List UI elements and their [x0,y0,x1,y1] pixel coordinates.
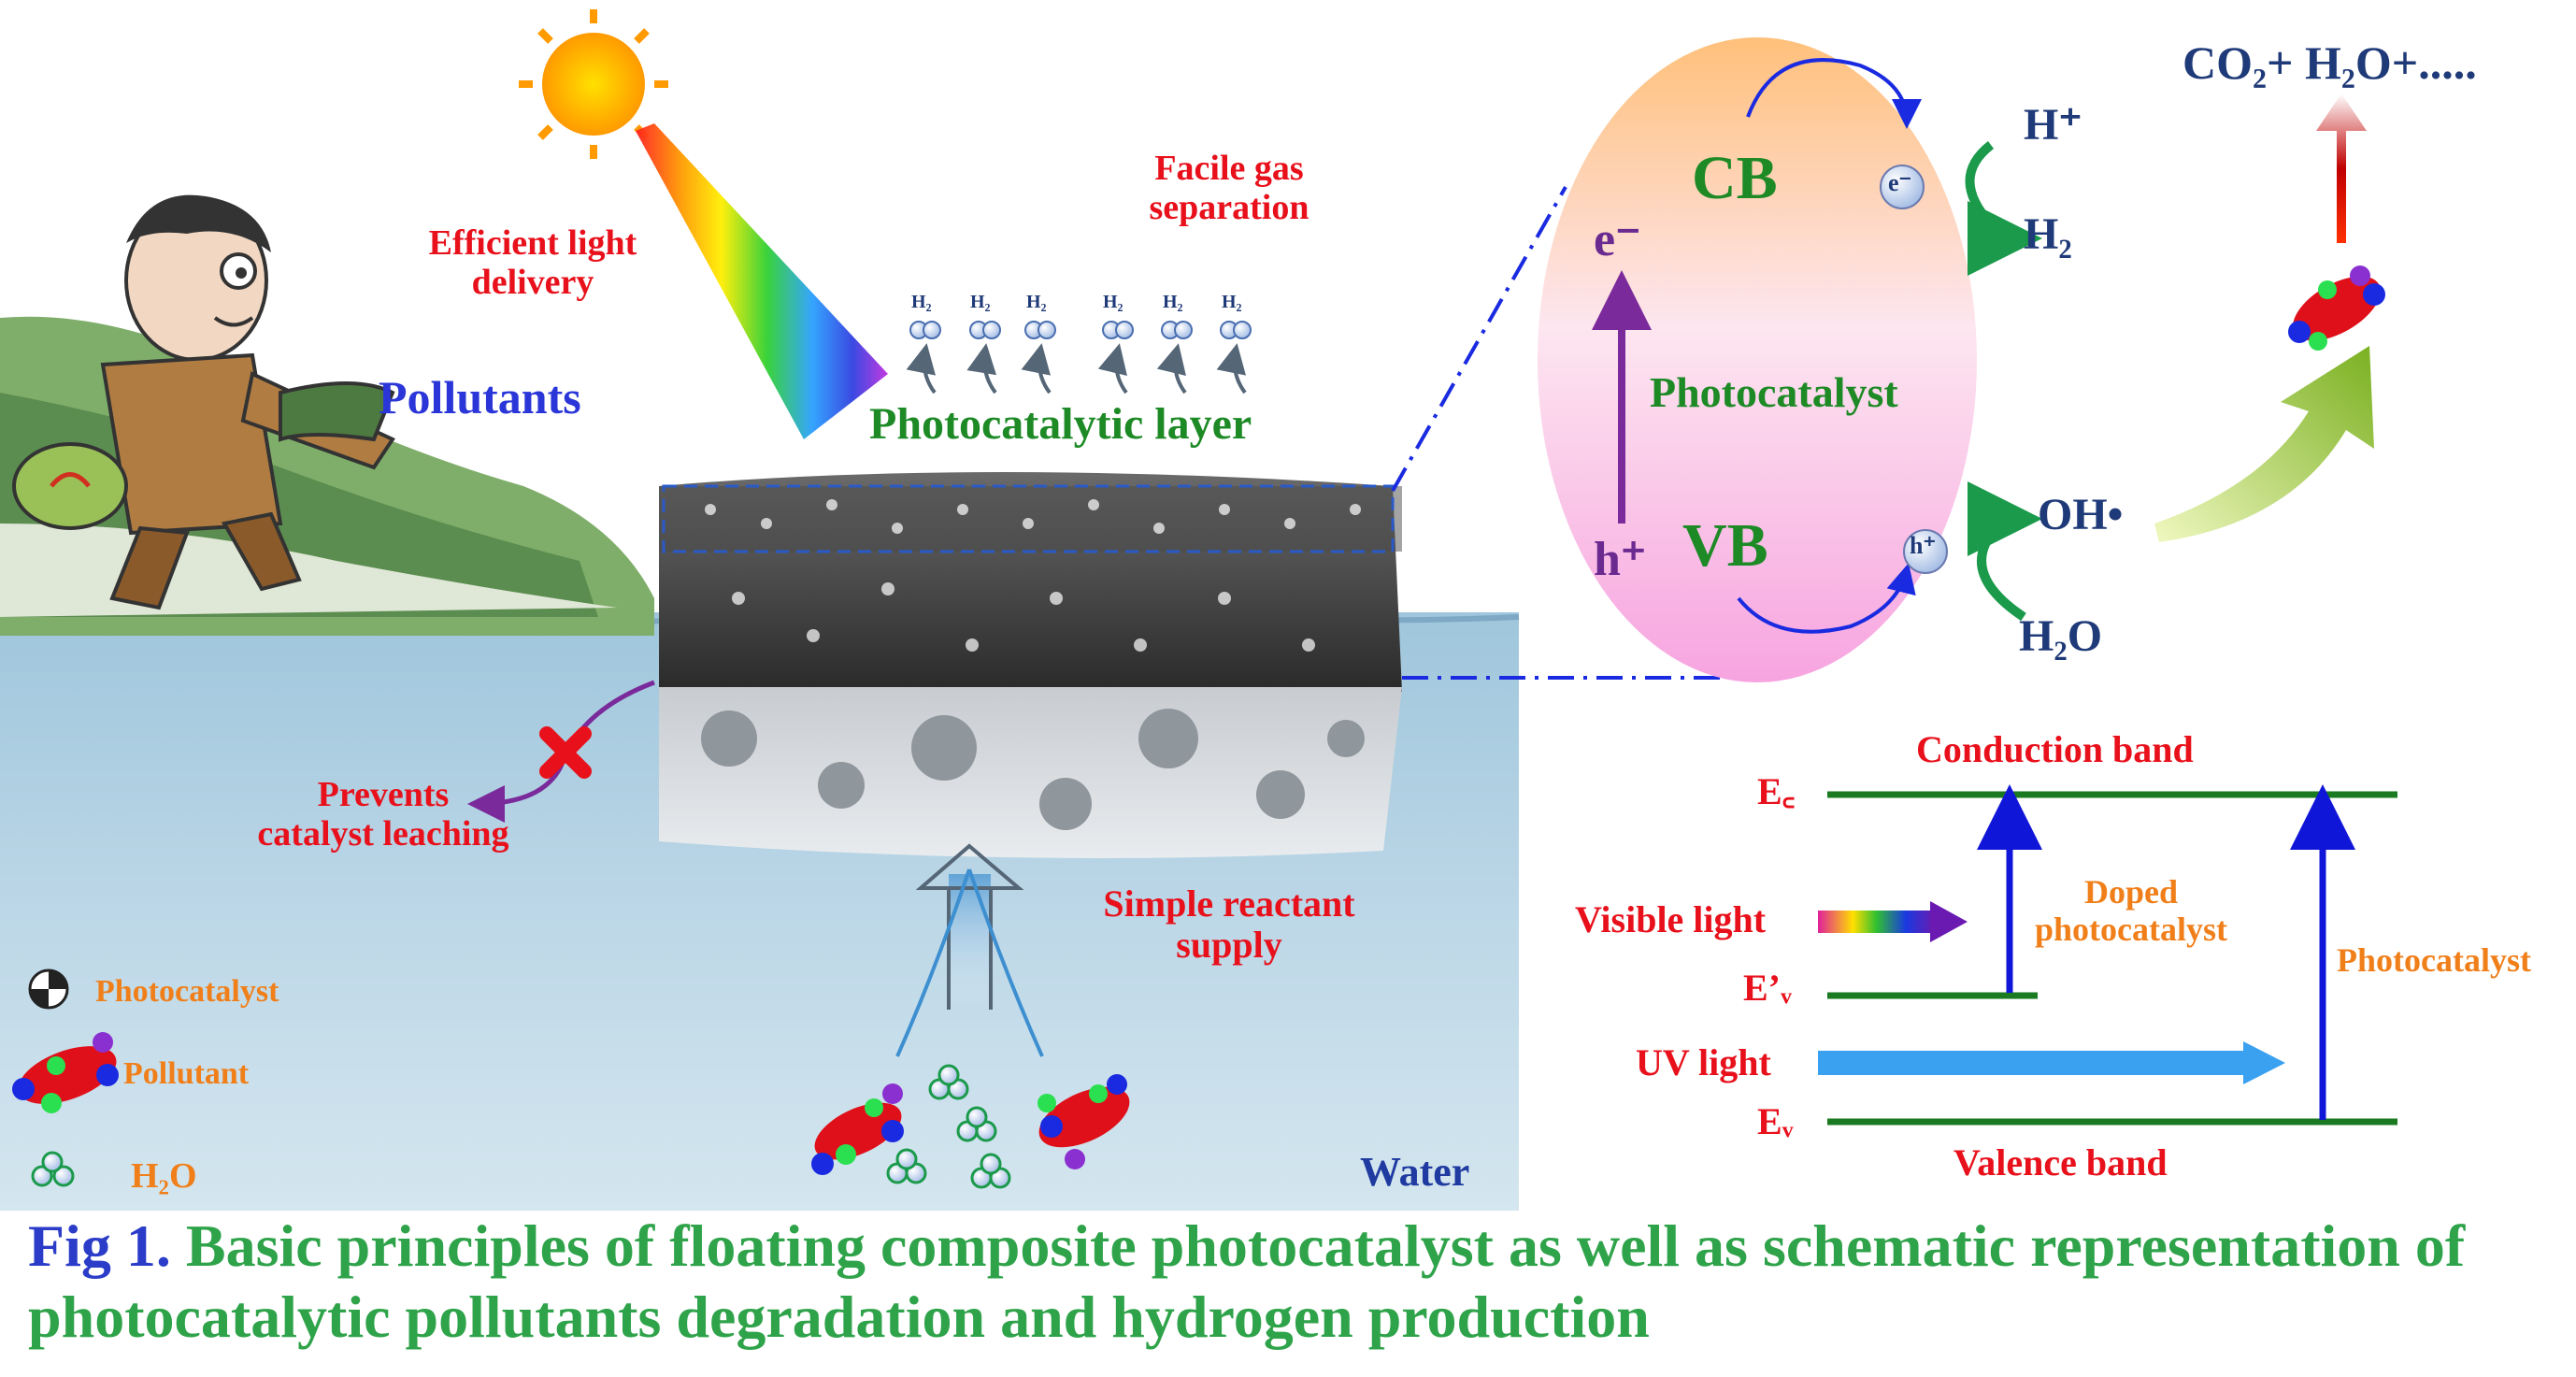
pollutant-molecule [1038,1074,1130,1169]
valence-band-label: Valence band [1953,1141,2168,1183]
gas-bubbles [906,321,1252,394]
cb-label: CB [1692,144,1778,212]
photocatalytic-layer-label: Photocatalytic layer [869,399,1252,449]
water-molecules [886,1064,1011,1189]
zoom-lines [1391,186,1767,680]
prevents-leaching-line1: Prevents [317,775,450,814]
doped-photocatalyst-label: Doped photocatalyst [2028,873,2234,948]
ev-prime-label: E’ᵥ [1743,967,1792,1009]
prevents-leaching-label: Prevents catalyst leaching [243,775,523,854]
electron-transfer-arrow [1746,58,1922,129]
facile-gas-label: Facile gas separation [1103,149,1355,228]
legend-pollutant-label: Pollutant [123,1056,250,1091]
legend-pollutant-icon [12,1032,119,1113]
conduction-band-label: Conduction band [1916,728,2194,770]
h2-label-6: H₂ [1222,292,1242,312]
simple-supply-label: Simple reactant supply [1075,883,1383,966]
figure-caption: Fig 1. Basic principles of floating comp… [28,1211,2552,1353]
visible-light-label: Visible light [1575,898,1767,940]
degraded-pollutant [2288,265,2385,351]
degradation-arrow [2154,346,2374,542]
block-x-icon [539,726,592,779]
simple-supply-line2: supply [1176,924,1282,966]
hole-bubble [1903,529,1948,574]
simple-supply-line1: Simple reactant [1103,882,1355,925]
vb-label: VB [1682,511,1768,580]
efficient-light-line2: delivery [471,262,594,302]
h2o-reactant-label: H₂O [2019,611,2103,661]
ec-label: E꜀ [1757,770,1796,812]
doped-line1: Doped [2083,873,2179,911]
h2-label-5: H₂ [1163,292,1183,312]
legend-photocatalyst-icon [28,968,69,1010]
band-photocatalyst-label: Photocatalyst [2337,941,2531,979]
photocatalyst-oval [1538,37,1977,682]
light-beam [636,123,888,439]
electron-bubble [1880,165,1925,209]
prevents-leaching-line2: catalyst leaching [257,813,509,853]
h2-evolution-arrow [1965,141,2042,276]
legend-h2o-icon [31,1151,75,1187]
h2-label-4: H₂ [1103,292,1123,312]
sun-icon [519,9,668,159]
facile-gas-line1: Facile gas [1154,149,1304,188]
legend-photocatalyst-label: Photocatalyst [95,974,279,1009]
water-label: Water [1360,1149,1470,1195]
caption-fig-label: Fig 1. [28,1212,171,1279]
oh-radical-label: OH• [2038,490,2124,539]
products-label: CO₂+ H₂O+..... [2182,36,2477,89]
facile-gas-line2: separation [1149,187,1309,227]
efficient-light-label: Efficient light delivery [411,223,654,303]
hole-label: h⁺ [1594,533,1647,586]
pollutant-molecule [811,1083,904,1175]
electron-bubble-label: e⁻ [1888,169,1912,196]
oh-formation-arrow [1967,481,2042,622]
oval-photocatalyst-label: Photocatalyst [1650,368,1898,416]
h2-product-label: H₂ [2024,209,2072,259]
man-figure [12,194,395,610]
h2-label-2: H₂ [970,292,991,312]
uv-light-label: UV light [1636,1041,1771,1083]
floating-photocatalyst [659,472,1402,858]
hole-transfer-arrow [1737,563,1916,634]
supply-arrow [895,843,1044,1057]
h2-label-3: H₂ [1026,292,1047,312]
pollutants-label: Pollutants [379,371,581,423]
h-ion-label: H⁺ [2024,100,2082,150]
efficient-light-line1: Efficient light [428,223,637,263]
hole-bubble-label: h⁺ [1910,532,1937,559]
doped-line2: photocatalyst [2035,910,2227,948]
electron-label: e⁻ [1594,213,1641,266]
product-arrow [2316,93,2367,243]
caption-text: Basic principles of floating composite p… [28,1212,2466,1350]
band-diagram [1818,784,2397,1126]
ev-label: Eᵥ [1757,1100,1794,1142]
legend-h2o-label: H₂O [131,1156,197,1196]
h2-label-1: H₂ [911,292,932,312]
